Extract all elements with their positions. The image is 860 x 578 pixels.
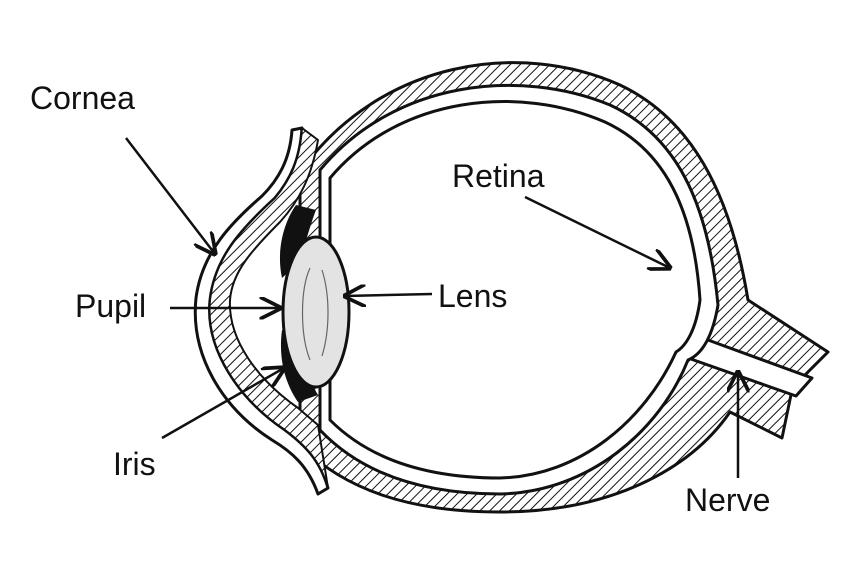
lens-arrow <box>345 294 433 296</box>
label-retina: Retina <box>452 158 545 194</box>
lens-shape <box>281 235 351 389</box>
iris-upper <box>279 205 316 278</box>
retina-layer <box>328 100 702 480</box>
label-cornea: Cornea <box>30 80 135 116</box>
label-pupil: Pupil <box>75 288 147 324</box>
label-iris: Iris <box>113 446 156 482</box>
cornea-arrow <box>125 137 215 254</box>
label-nerve: Nerve <box>685 482 771 518</box>
lens-detail <box>301 267 329 361</box>
iris-arrow <box>161 368 284 440</box>
label-lens: Lens <box>438 278 508 314</box>
retina-arrow <box>524 195 670 268</box>
anterior-chamber <box>208 127 329 489</box>
